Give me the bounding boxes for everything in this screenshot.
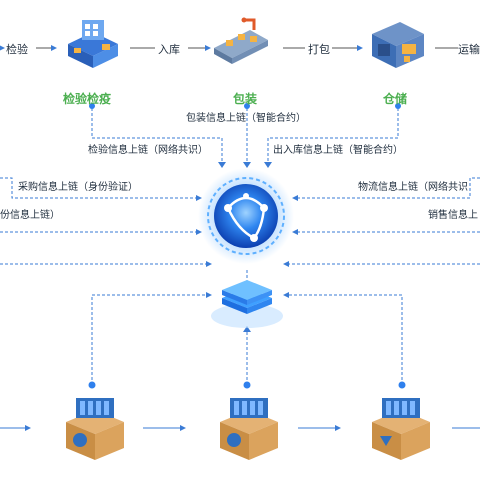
label-packaging-chain: 包装信息上链（智能合约） bbox=[186, 113, 306, 124]
flow-label-inspect: 检验 bbox=[6, 43, 28, 56]
flow-label-transport: 运输 bbox=[458, 43, 480, 56]
box-node-icon bbox=[364, 392, 438, 462]
label-inspection-chain: 检验信息上链（网络共识） bbox=[88, 145, 208, 156]
stage-packaging: 包装 bbox=[233, 92, 258, 106]
box-node-icon bbox=[58, 392, 132, 462]
warehouse-icon bbox=[364, 16, 430, 70]
label-identity-chain: 份信息上链） bbox=[0, 210, 60, 221]
label-purchase-chain: 采购信息上链（身份验证） bbox=[18, 182, 138, 193]
blockchain-globe-icon bbox=[198, 168, 294, 264]
conveyor-icon bbox=[210, 16, 272, 68]
server-stack-icon bbox=[208, 276, 286, 330]
flow-label-storage-in: 入库 bbox=[158, 43, 180, 56]
label-logistics-chain: 物流信息上链（网络共识 bbox=[358, 182, 468, 193]
stage-inspection: 检验检疫 bbox=[63, 92, 112, 106]
box-node-icon bbox=[212, 392, 286, 462]
flow-label-pack: 打包 bbox=[308, 43, 330, 56]
stage-warehouse: 仓储 bbox=[383, 92, 408, 106]
label-warehouse-chain: 出入库信息上链（智能合约） bbox=[273, 145, 403, 156]
building-icon bbox=[62, 14, 124, 70]
label-sales-chain: 销售信息上 bbox=[428, 210, 478, 221]
